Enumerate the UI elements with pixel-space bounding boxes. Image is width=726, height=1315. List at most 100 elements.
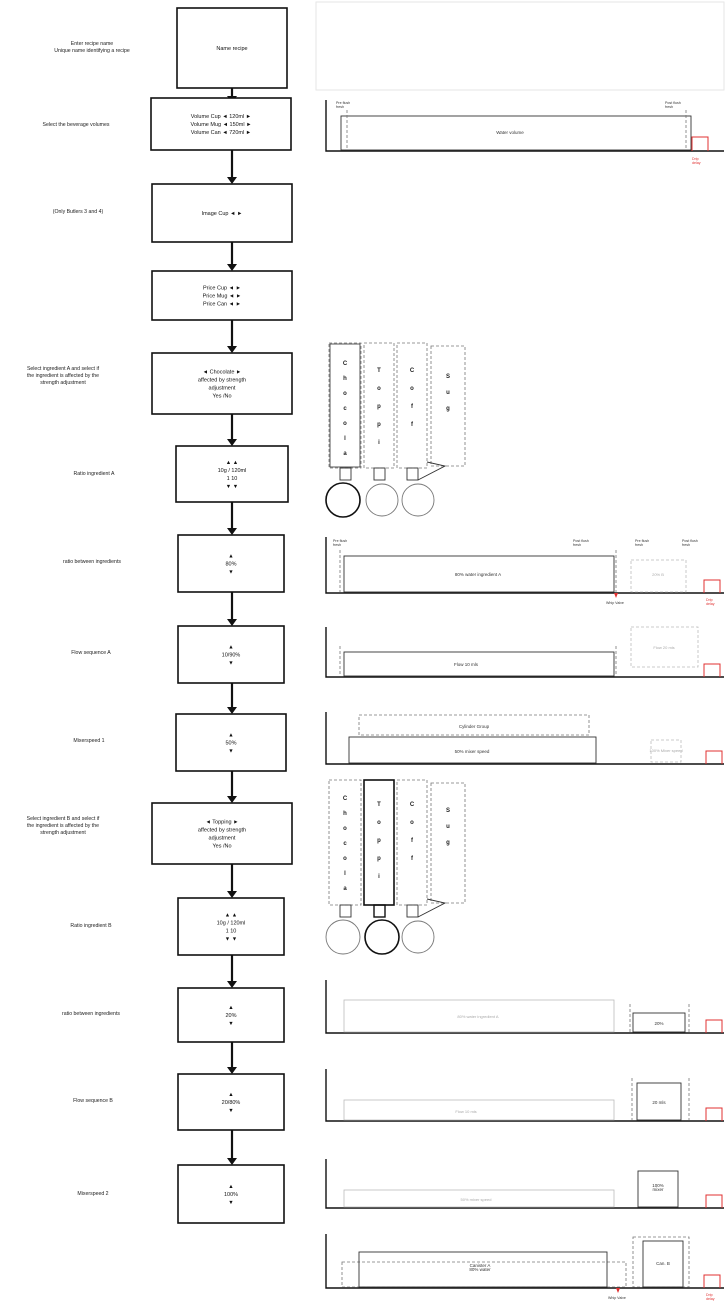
flow-box-frame <box>151 352 293 415</box>
flow-box-line: ▼ ▼ <box>225 937 237 943</box>
flow-box-frame <box>176 7 288 89</box>
can-b-1-a: a <box>343 886 347 892</box>
flow-box-frame <box>177 534 285 593</box>
flow-box-line: Price Mug ◄ ► <box>203 294 242 300</box>
can-a-3-c: C <box>410 368 415 374</box>
flow-box-line: ▼ <box>228 749 233 755</box>
flow-box-frame <box>177 1073 285 1131</box>
flow-box-line: 10/90% <box>222 653 241 659</box>
can-b-1-o: o <box>343 826 347 832</box>
flow-a-center-label: Flow 10 mls <box>454 662 479 667</box>
flow-box-line: Price Can ◄ ► <box>203 302 241 308</box>
can-b-2-t: T <box>377 802 381 808</box>
flow-step-label: ratio between ingredients <box>62 1011 120 1017</box>
flow-box-frame <box>175 713 287 772</box>
ratio-b-timeline: 80% water ingredient A 20% <box>325 980 724 1034</box>
can-a-1-o: o <box>343 391 347 397</box>
flow-box-line: 100% <box>224 1192 238 1198</box>
mixer-a-upper-label: Cylinder Group <box>459 724 490 729</box>
can-a-3-f: f <box>411 404 414 410</box>
flow-box-line: ▲ <box>228 1092 233 1098</box>
flow-a-ghost-label: Flow 20 mls <box>653 645 674 650</box>
flow-box-line: ▲ ▲ <box>225 913 237 919</box>
flow-box-line: 10g / 120ml <box>218 468 247 474</box>
flow-box-frame <box>150 97 292 151</box>
flow-box-frame <box>177 897 285 956</box>
flow-box-line: ▲ ▲ <box>226 460 238 466</box>
canister-group-b: C h o c o l a T o p p i C o f f S u g <box>325 779 466 955</box>
can-b-1-o2: o <box>343 856 347 862</box>
flow-box-line: ▼ <box>228 1021 233 1027</box>
flow-box-line: Volume Cup ◄ 120ml ► <box>191 114 251 120</box>
flow-box-frame <box>177 1164 285 1224</box>
flow-connectors <box>227 88 237 1165</box>
can-a-2-p2: p <box>377 422 381 428</box>
flow-box-line: 20/80% <box>222 1100 241 1106</box>
flow-box-line: affected by strength <box>198 828 246 834</box>
flow-box: Price Cup ◄ ►Price Mug ◄ ►Price Can ◄ ► <box>151 270 293 321</box>
flow-box: ◄ Topping ► affected by strength adjustmen… <box>151 802 293 865</box>
flow-box: ▲20%▼ <box>177 987 285 1043</box>
flow-box-line: Volume Mug ◄ 150ml ► <box>190 122 251 128</box>
can-b-4-g: g <box>446 840 450 846</box>
can-a-1-h: h <box>343 376 347 382</box>
flow-a-timeline: Flow 10 mls Flow 20 mls <box>325 626 724 678</box>
flow-box: ▲10/90%▼ <box>177 625 285 684</box>
flow-b-ghost-label: Flow 10 mls <box>455 1109 476 1114</box>
flow-box-line: ▲ <box>228 1184 233 1190</box>
flow-b-box-label: 20 mls <box>652 1100 666 1105</box>
can-b-1-c: C <box>343 796 348 802</box>
can-b-4-s: S <box>446 808 450 814</box>
flow-box-line: Yes /No <box>212 394 231 400</box>
can-b-2-o: o <box>377 820 381 826</box>
flow-box: Name recipe <box>176 7 288 89</box>
can-b-2-i: i <box>378 874 380 880</box>
can-a-1-a: a <box>343 451 347 457</box>
canister-group-a: C h o c o l a T o p p i C o f f S u g <box>325 342 466 518</box>
can-a-4-u: u <box>446 390 450 396</box>
can-a-3-f2: f <box>411 422 414 428</box>
can-b-3-f: f <box>411 838 414 844</box>
can-b-1-l: l <box>344 871 346 877</box>
water-volume-label: Water volume <box>496 130 524 135</box>
flow-box-line: 50% <box>225 741 236 747</box>
can-a-4-s: S <box>446 374 450 380</box>
flow-step-label: Mixerspeed 1 <box>73 738 104 744</box>
can-a-2-p: p <box>377 404 381 410</box>
can-b-4-u: u <box>446 824 450 830</box>
flow-step-label: ratio between ingredients <box>63 559 121 565</box>
whip-valve-a-label: Whip Valve <box>606 601 624 605</box>
flow-box-line: adjustment <box>209 386 236 392</box>
flow-box: Image Cup ◄ ► <box>151 183 293 243</box>
mixer-b-ghost-label: 50% mixer speed <box>461 1197 492 1202</box>
ratio-b-ghost-label: 80% water ingredient A <box>457 1014 498 1019</box>
flow-box-frame <box>151 183 293 243</box>
ratio-a-ghost-label: 20% B <box>652 572 664 577</box>
flow-box-line: ▲ <box>228 1005 233 1011</box>
can-a-3-o: o <box>410 386 414 392</box>
mixer-a-timeline: Cylinder Group 50% mixer speed 100% Mixe… <box>325 712 724 765</box>
can-b-2-p2: p <box>377 856 381 862</box>
whip-valve-c-label: Whip Valve <box>608 1296 626 1300</box>
flow-box-frame <box>151 802 293 865</box>
flow-box-line: ▼ <box>228 1200 233 1206</box>
flow-box-line: Yes /No <box>212 844 231 850</box>
can-a-4-g: g <box>446 406 450 412</box>
flow-box-line: adjustment <box>209 836 236 842</box>
flow-box-line: ▼ <box>228 1108 233 1114</box>
flow-box-line: ◄ Topping ► <box>205 820 238 826</box>
flow-box: Volume Cup ◄ 120ml ► Volume Mug ◄ 150ml ►… <box>150 97 292 151</box>
can-b-1-c2: c <box>343 841 347 847</box>
flow-box-frame <box>151 270 293 321</box>
